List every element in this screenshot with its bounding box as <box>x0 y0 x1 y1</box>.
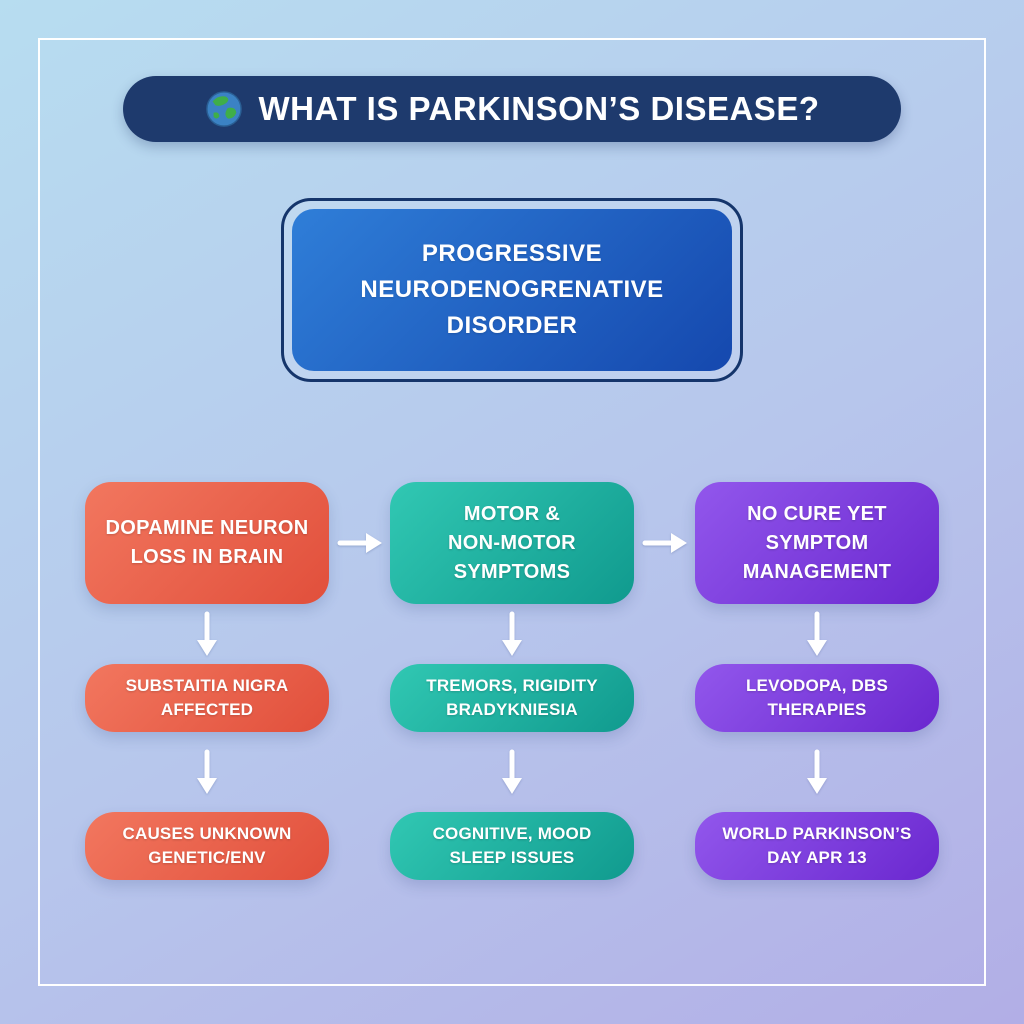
arrow-right-icon <box>337 528 383 558</box>
arrow-down-icon <box>192 749 222 795</box>
definition-text: PROGRESSIVE NEURODENOGRENATIVE DISORDER <box>360 240 664 339</box>
flow-box-world-parkinsons-day: WORLD PARKINSON’S DAY APR 13 <box>695 812 939 880</box>
definition-box: PROGRESSIVE NEURODENOGRENATIVE DISORDER <box>281 198 743 382</box>
arrow-down-icon <box>497 749 527 795</box>
arrow-down-icon <box>192 611 222 657</box>
page-title: WHAT IS PARKINSON’S DISEASE? <box>258 90 820 127</box>
flow-box-cognitive-mood: COGNITIVE, MOOD SLEEP ISSUES <box>390 812 634 880</box>
flow-box-motor-symptoms: MOTOR & NON-MOTOR SYMPTOMS <box>390 482 634 604</box>
flow-box-dopamine-neuron-loss: DOPAMINE NEURON LOSS IN BRAIN <box>85 482 329 604</box>
arrow-right-icon <box>642 528 688 558</box>
flow-box-causes-unknown: CAUSES UNKNOWN GENETIC/ENV <box>85 812 329 880</box>
flowchart: DOPAMINE NEURON LOSS IN BRAIN MOTOR & NO… <box>85 482 939 880</box>
flow-box-substantia-nigra: SUBSTAITIA NIGRA AFFECTED <box>85 664 329 732</box>
arrow-down-icon <box>497 611 527 657</box>
arrow-down-icon <box>802 749 832 795</box>
flow-box-levodopa-dbs: LEVODOPA, DBS THERAPIES <box>695 664 939 732</box>
globe-icon <box>205 90 243 128</box>
flow-box-tremors-rigidity: TREMORS, RIGIDITY BRADYKNIESIA <box>390 664 634 732</box>
definition-box-inner: PROGRESSIVE NEURODENOGRENATIVE DISORDER <box>292 209 732 371</box>
arrow-down-icon <box>802 611 832 657</box>
flow-box-no-cure: NO CURE YET SYMPTOM MANAGEMENT <box>695 482 939 604</box>
title-banner: WHAT IS PARKINSON’S DISEASE? <box>123 76 901 142</box>
